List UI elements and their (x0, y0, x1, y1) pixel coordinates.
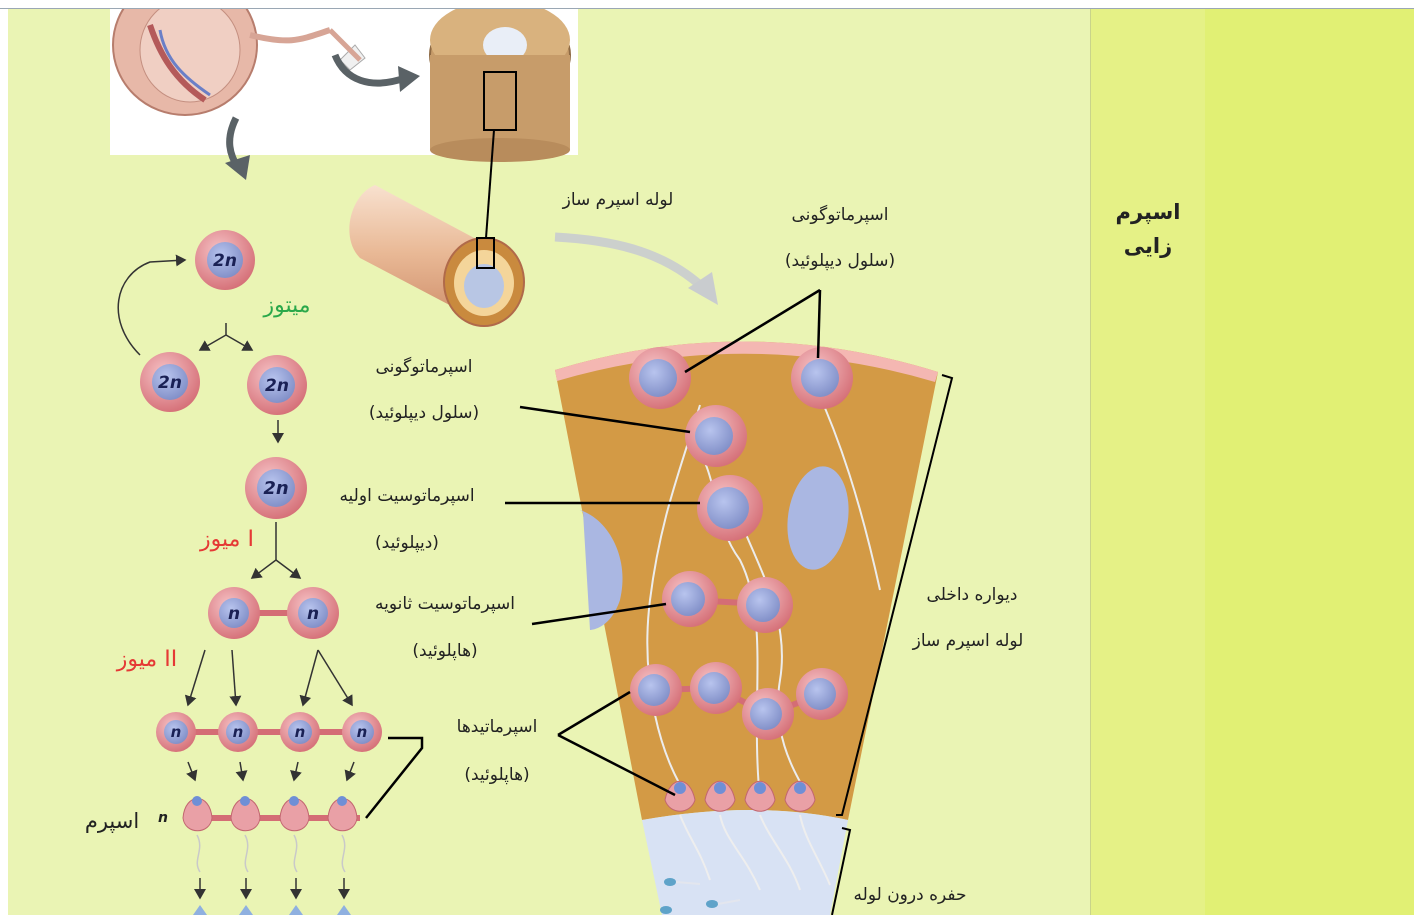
ploidy-label: n (228, 604, 240, 624)
wall-label-line-1: دیواره داخلی (927, 585, 1018, 605)
sperm-ploidy-label: n (158, 810, 168, 826)
ploidy-label: n (171, 723, 182, 741)
ploidy-label: 2n (265, 376, 289, 396)
ploidy-label: n (233, 723, 244, 741)
ploidy-label: n (357, 723, 368, 741)
secondary-spermatocyte-label: اسپرماتوسیت ثانویه (375, 594, 515, 614)
primary-ploidy-label: (دیپلوئید) (375, 533, 439, 553)
primary-spermatocyte-label: اسپرماتوسیت اولیه (339, 486, 474, 506)
ploidy-label: n (307, 604, 319, 624)
sperm-label: اسپرم (85, 809, 139, 833)
meiosis-2-label: میوز II (116, 647, 177, 672)
wall-label-line-2: لوله اسپرم ساز (912, 631, 1024, 651)
ploidy-label: 2n (263, 478, 288, 499)
ploidy-label: 2n (213, 251, 237, 271)
left-spermatids (183, 796, 357, 915)
spermatids-label: اسپرماتیدها (457, 717, 538, 737)
spermatogonia-left-label: اسپرماتوگونی (375, 356, 472, 377)
diploid-left-label: (سلول دیپلوئید) (369, 403, 479, 423)
spermatids-ploidy-label: (هاپلوئید) (464, 765, 529, 785)
seminiferous-tube (349, 185, 524, 326)
diploid-top-label: (سلول دیپلوئید) (785, 251, 895, 271)
spermatogonia-top-label: اسپرماتوگونی (791, 204, 888, 225)
ploidy-label: 2n (158, 373, 182, 393)
mitosis-label: میتوز (262, 293, 310, 318)
meiosis-1-label: میوز I (199, 527, 254, 552)
tubule-wall-section (555, 341, 938, 915)
tubule-cross-section (430, 0, 570, 162)
secondary-ploidy-label: (هاپلوئید) (412, 641, 477, 661)
lumen-label: حفره درون لوله (854, 885, 967, 905)
tube-label: لوله اسپرم ساز (562, 190, 674, 210)
ploidy-label: n (295, 723, 306, 741)
